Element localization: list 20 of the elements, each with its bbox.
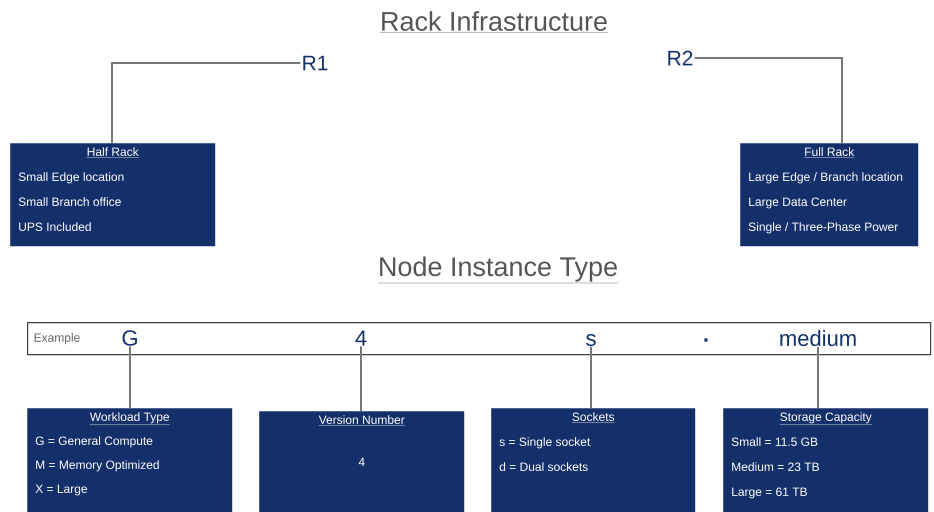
connector-line xyxy=(590,346,592,408)
connector-line xyxy=(129,346,131,408)
rack-label: R2 xyxy=(668,50,692,66)
connector-line xyxy=(817,346,819,408)
section-heading: Rack Infrastructure xyxy=(380,11,608,33)
info-box: Version Number 4 xyxy=(259,411,464,512)
info-box: Half Rack Small Edge location Small Branch office UPS Included xyxy=(10,143,216,246)
rack-label: R1 xyxy=(303,56,328,70)
connector-line xyxy=(694,57,843,143)
info-box: Sockets s = Single socket d = Dual sockets xyxy=(491,408,696,512)
code-part: s xyxy=(586,334,596,346)
code-part: 4 xyxy=(355,330,366,346)
info-box: Full Rack Large Edge / Branch location Large Data Center Single / Three-Phase Power xyxy=(740,143,918,246)
code-part: medium xyxy=(780,330,856,346)
code-part: G xyxy=(122,330,137,346)
section-heading: Node Instance Type xyxy=(378,256,618,284)
info-box: Storage Capacity Small = 11.5 GB Medium = 23 TB Large = 61 TB xyxy=(723,408,928,512)
connector-line xyxy=(111,62,300,143)
connector-line xyxy=(360,346,362,411)
info-box: Workload Type G = General Compute M = Memory Optimized X = Large xyxy=(27,408,232,512)
